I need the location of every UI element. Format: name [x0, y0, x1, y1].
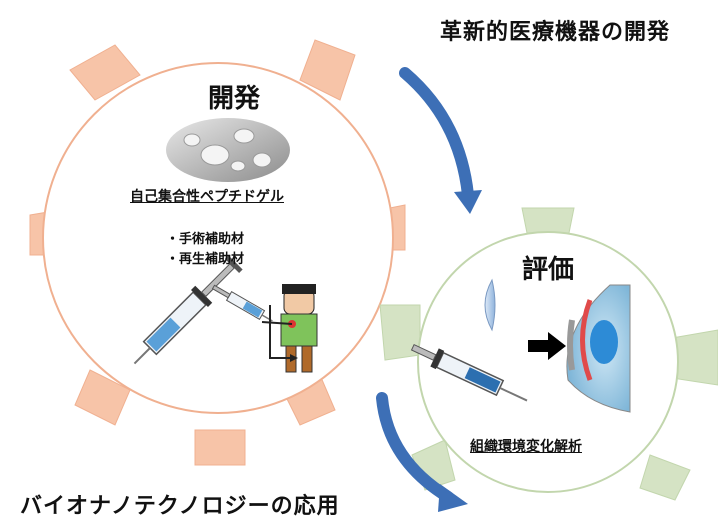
- syringe-icon: [133, 255, 243, 365]
- gear-tooth: [299, 39, 356, 101]
- gear-tooth: [639, 454, 691, 501]
- right-arrow-icon: [528, 332, 566, 360]
- development-heading: 開発: [208, 84, 261, 114]
- gear-tooth: [194, 429, 246, 466]
- evaluation-syringe-icon: [410, 343, 528, 402]
- patient-figure-icon: [261, 284, 318, 373]
- contact-lens-icon: [484, 278, 496, 332]
- evaluation-heading: 評価: [522, 255, 575, 285]
- bottom-title: バイオナノテクノロジーの応用: [20, 494, 340, 519]
- gear-tooth: [379, 304, 421, 361]
- flow-arrow-top: [399, 67, 482, 214]
- small-syringe-icon: [211, 284, 273, 322]
- use-item: ・手術補助材: [166, 232, 245, 247]
- gear-tooth: [74, 369, 131, 426]
- uses-list: ・手術補助材 ・再生補助材: [166, 230, 244, 270]
- material-label: 自己集合性ペプチドゲル: [130, 189, 284, 205]
- gear-tooth: [69, 44, 141, 101]
- eye-cross-section-icon: [566, 284, 631, 413]
- peptide-gel-image: [166, 118, 290, 182]
- top-title: 革新的医療機器の開発: [440, 20, 671, 45]
- analysis-label: 組織環境変化解析: [470, 439, 582, 455]
- flow-arrow-bottom: [376, 392, 468, 512]
- use-item: ・再生補助材: [166, 252, 245, 267]
